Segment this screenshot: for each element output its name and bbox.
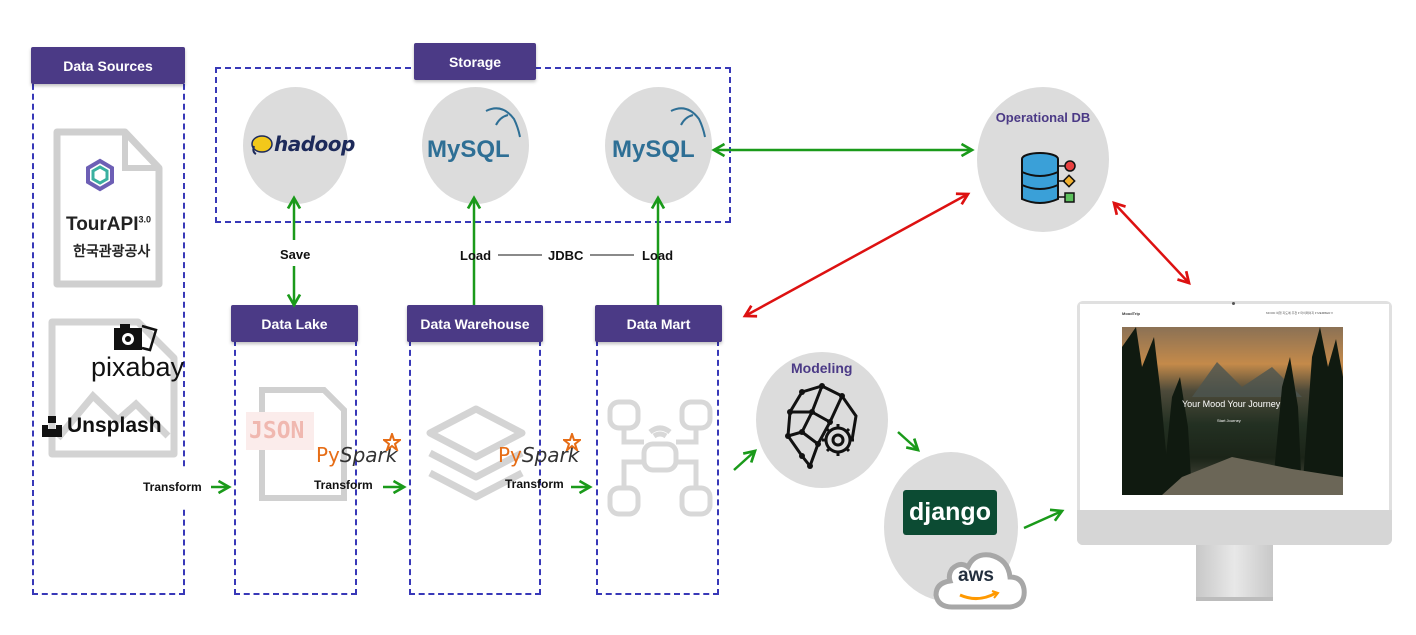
ai-brain-gear-icon <box>785 383 858 469</box>
aws-cloud-icon <box>933 552 1027 610</box>
servers-network-icon <box>607 399 713 517</box>
tourapi-logo-text: TourAPI3.0 <box>66 214 151 236</box>
mysql-circle-2 <box>605 87 712 204</box>
monitor-camera <box>1232 302 1235 305</box>
unsplash-logo: Unsplash <box>42 414 162 438</box>
jdbc-label: JDBC <box>548 248 584 263</box>
storage-header: Storage <box>414 43 536 80</box>
monitor-stand <box>1196 545 1273 599</box>
transform-label-2: Transform <box>314 478 373 492</box>
mysql-dolphin-icon-2 <box>670 107 706 138</box>
transform-label-3: Transform <box>505 477 564 491</box>
pixabay-logo: pixabay <box>91 352 185 382</box>
spark-star-icon-2 <box>563 433 581 451</box>
layers-icon <box>426 405 526 501</box>
opdb-mart-arrow <box>742 192 971 318</box>
monitor-chin <box>1077 510 1392 545</box>
app-hero-title: Your Mood Your Journey <box>1182 399 1281 409</box>
mysql-circle-1 <box>422 87 529 204</box>
mart-modeling-arrow <box>733 449 758 471</box>
modeling-deploy-arrow <box>897 431 921 452</box>
app-nav: MOOD 여행 지도에 추천 ▾ 마이페이지 ▾ MEMBER ▾ <box>1266 311 1333 315</box>
tourapi-version: 3.0 <box>138 214 151 225</box>
camera-icon <box>114 324 158 352</box>
unsplash-text: Unsplash <box>67 414 162 437</box>
app-hero-button[interactable]: Start Journey <box>1217 418 1241 423</box>
pyspark-py-2: Py <box>498 443 522 467</box>
load-label-right: Load <box>642 248 674 263</box>
mysql-logo-1: MySQL <box>427 136 510 163</box>
modeling-circle <box>756 352 888 488</box>
save-label: Save <box>280 247 311 262</box>
tourapi-name: TourAPI <box>66 214 139 235</box>
data-mart-header: Data Mart <box>595 305 722 342</box>
data-sources-header: Data Sources <box>31 47 185 84</box>
deploy-monitor-arrow <box>1023 508 1065 530</box>
aws-text: aws <box>958 565 994 586</box>
spark-star-icon-1 <box>383 433 401 451</box>
transform-label-1: Transform <box>143 480 202 494</box>
mysql-logo-2: MySQL <box>612 136 695 163</box>
unsplash-mark-icon <box>42 416 62 437</box>
pyspark-py: Py <box>316 443 340 467</box>
json-label: JSON <box>249 418 305 444</box>
modeling-label: Modeling <box>791 360 853 376</box>
django-text: django <box>909 498 991 526</box>
monitor-base <box>1196 597 1273 601</box>
hadoop-logo: hadoop <box>250 132 355 156</box>
django-logo: django <box>903 490 997 535</box>
opdb-monitor-arrow <box>1112 201 1191 285</box>
data-lake-header: Data Lake <box>231 305 358 342</box>
hero-trees-graphic <box>1122 327 1343 495</box>
app-brand: MoodTrip <box>1122 311 1140 316</box>
tourapi-document-icon <box>53 128 163 288</box>
data-warehouse-header: Data Warehouse <box>407 305 543 342</box>
hadoop-elephant-icon <box>251 135 273 155</box>
mysql-dolphin-icon-1 <box>485 107 521 138</box>
load-label-left: Load <box>460 248 492 263</box>
json-file-icon <box>246 387 347 501</box>
transform-gap <box>178 470 190 506</box>
tourapi-org-text: 한국관광공사 <box>73 243 151 259</box>
hadoop-text: hadoop <box>274 132 355 156</box>
operational-db-label: Operational DB <box>995 110 1091 125</box>
database-icon <box>1021 152 1076 204</box>
pyspark-logo-1: PySpark <box>316 443 397 467</box>
